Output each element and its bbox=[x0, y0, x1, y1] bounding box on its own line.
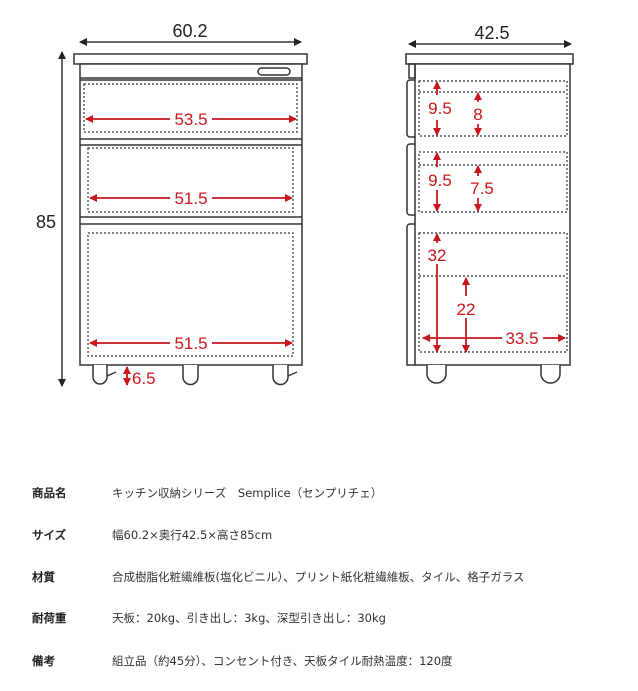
dimension-diagram: 60.2 85 53.5 51.5 51.5 6.5 42.5 9.5 8 9.… bbox=[36, 21, 574, 388]
drawer2-inner bbox=[87, 147, 294, 213]
spec-value: 幅60.2×奥行42.5×高さ85cm bbox=[112, 528, 273, 542]
spec-label: 商品名 bbox=[32, 486, 67, 500]
drawer1-outer-height: 9.5 bbox=[428, 99, 452, 118]
spec-label: サイズ bbox=[32, 528, 67, 542]
cabinet-body bbox=[79, 63, 303, 366]
spec-value: 組立品（約45分）、コンセント付き、天板タイル耐熱温度：120度 bbox=[112, 654, 453, 668]
spec-value: キッチン収納シリーズ Semplice（センプリチェ） bbox=[112, 486, 383, 500]
drawer-front-2 bbox=[406, 143, 415, 216]
front-red-dims bbox=[85, 115, 297, 386]
top-plate bbox=[73, 53, 308, 65]
spec-value: 合成樹脂化粧繊維板(塩化ビニル）、プリント紙化粧繊維板、タイル、格子ガラス bbox=[112, 570, 525, 584]
drawer-front-3 bbox=[406, 223, 415, 366]
drawer3-outer-height: 32 bbox=[428, 246, 447, 265]
depth-label: 42.5 bbox=[474, 23, 509, 43]
inner-depth-label: 33.5 bbox=[505, 329, 538, 348]
side-casters bbox=[426, 365, 561, 384]
drawer2-outer-height: 9.5 bbox=[428, 171, 452, 190]
drawer1-inner bbox=[83, 83, 298, 133]
drawer2-width-label: 51.5 bbox=[174, 189, 207, 208]
drawer3-width-label: 51.5 bbox=[174, 334, 207, 353]
height-label: 85 bbox=[36, 212, 56, 232]
front-view bbox=[58, 38, 308, 387]
side-red-dims bbox=[422, 81, 566, 353]
spec-value: 天板：20kg、引き出し：3kg、深型引き出し：30kg bbox=[112, 611, 386, 625]
width-label: 60.2 bbox=[172, 21, 207, 41]
drawer1-width-label: 53.5 bbox=[174, 110, 207, 129]
side-view bbox=[405, 40, 574, 384]
casters bbox=[92, 365, 298, 386]
drawer-front-1 bbox=[406, 79, 415, 138]
spec-label: 備考 bbox=[32, 654, 55, 668]
spec-label: 耐荷重 bbox=[32, 611, 67, 625]
side-top-plate bbox=[405, 53, 574, 65]
drawer1-inner-height: 8 bbox=[473, 105, 482, 124]
clearance-label: 6.5 bbox=[132, 369, 156, 388]
outlet-handle bbox=[257, 67, 291, 76]
spec-label: 材質 bbox=[32, 570, 55, 584]
drawer2-inner-height: 7.5 bbox=[470, 179, 494, 198]
drawer3-inner-height: 22 bbox=[457, 300, 476, 319]
